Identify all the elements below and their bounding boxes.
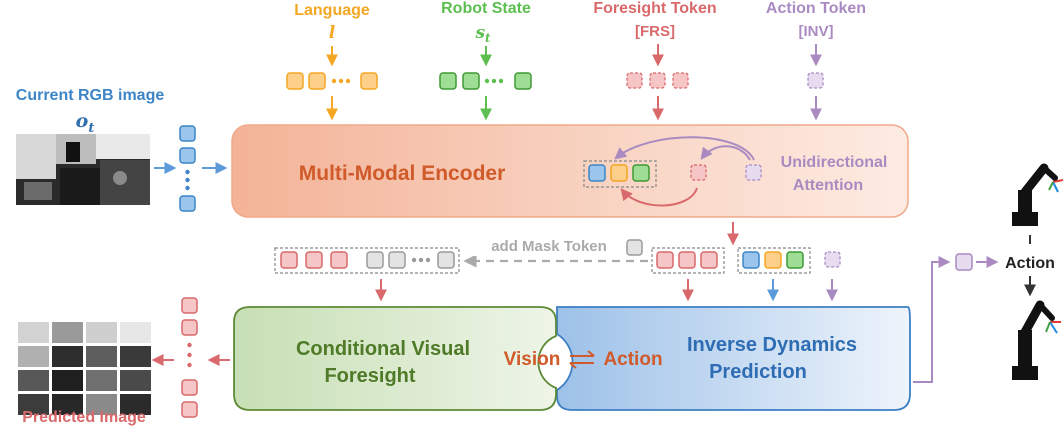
action-output-label: Action	[1005, 255, 1055, 272]
frs-output-tokens	[651, 247, 725, 274]
inverse-line1: Inverse Dynamics	[687, 334, 857, 356]
attention-arc-inv-to-context	[614, 136, 755, 161]
attention-arc-frs-to-context	[620, 187, 698, 207]
frs-tokens	[626, 72, 689, 89]
robot-state-symbol: st	[474, 23, 491, 45]
attention-label-line1: Unidirectional	[781, 154, 888, 171]
visual-foresight-module	[233, 306, 557, 411]
robot-arm-icon-next	[1012, 300, 1061, 380]
bridge-vision: Vision	[504, 349, 561, 370]
language-tokens	[286, 72, 378, 90]
context-token-language	[610, 164, 628, 182]
foresight-token-label: Foresight Token	[593, 0, 716, 17]
bridge-exchange-icon	[569, 350, 595, 369]
attention-arc-inv-to-frs	[700, 145, 751, 161]
rgb-image-symbol: ot	[76, 110, 95, 136]
inverse-to-action-arrow	[913, 256, 951, 383]
foresight-line2: Foresight	[324, 365, 415, 387]
encoder-inv-token	[745, 164, 762, 181]
robot-arm-icon-current	[1012, 163, 1064, 226]
mask-token-label: add Mask Token	[491, 238, 607, 255]
action-output-token	[955, 253, 973, 271]
context-token-group	[583, 160, 657, 188]
language-symbol: l	[329, 23, 336, 43]
predicted-image	[18, 322, 151, 415]
masked-token-sequence	[274, 247, 460, 274]
context-token-state	[632, 164, 650, 182]
bridge-action: Action	[603, 349, 662, 370]
current-rgb-image	[16, 134, 150, 205]
encoder-title: Multi-Modal Encoder	[299, 162, 506, 185]
image-tokens	[179, 125, 196, 212]
foresight-token-tag: [FRS]	[635, 23, 675, 40]
rgb-image-label: Current RGB image	[16, 87, 165, 104]
mask-token	[626, 239, 643, 256]
action-token-tag: [INV]	[799, 23, 834, 40]
context-token-image	[588, 164, 606, 182]
inverse-dynamics-module	[556, 306, 911, 411]
context-output-tokens	[737, 247, 811, 274]
attention-label-line2: Attention	[793, 177, 863, 194]
inverse-line2: Prediction	[709, 361, 807, 383]
foresight-line1: Conditional Visual	[296, 338, 470, 360]
action-token-label: Action Token	[766, 0, 866, 17]
encoder-frs-token	[690, 164, 707, 181]
inv-output-token	[824, 251, 841, 268]
language-label: Language	[294, 2, 370, 19]
inv-token	[807, 72, 824, 89]
robot-state-label: Robot State	[441, 0, 531, 17]
predicted-tokens	[181, 297, 198, 418]
predicted-image-label: Predicted Image	[22, 409, 146, 426]
mask-label-bg	[470, 236, 622, 256]
state-tokens	[439, 72, 532, 90]
